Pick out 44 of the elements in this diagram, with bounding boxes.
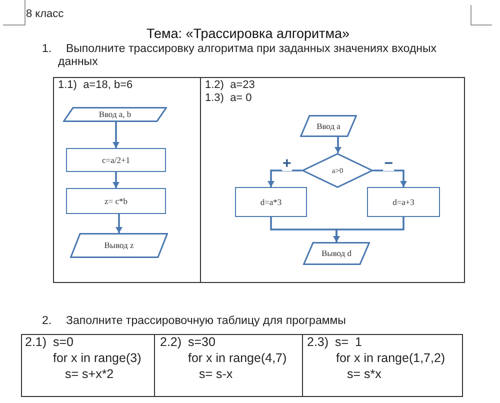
node-label: Вывод z [104,241,134,250]
task-label: 1.1) a=18, b=6 [58,79,133,92]
node-label: Ввод a, b [98,110,132,119]
code-line: 2.1) s=0 [25,335,74,350]
process-box [235,187,307,217]
code-line: s= s+x*2 [65,367,114,382]
node-label: Вывод d [321,249,352,258]
node-label: Ввод a [316,122,340,130]
process-box [367,187,440,217]
code-line: s= s-x [199,367,233,382]
arrow [334,137,342,153]
decision-diamond [302,153,373,188]
io-parallelogram [303,242,370,265]
code-line: 2.3) s= 1 [307,335,362,350]
arrow [116,214,122,233]
worksheet-title: Тема: «Трассировка алгоритма» [145,26,351,42]
arrow [268,170,302,187]
arrow [112,172,120,188]
arrow [112,122,120,148]
code-line: s= s*x [347,367,382,382]
code-line: for x in range(4,7) [188,351,287,366]
arrow [333,217,404,242]
task-text: Заполните трассировочную таблицу для программы [66,315,346,328]
process-box [66,148,166,172]
code-line: for x in range(3) [53,351,142,366]
table-cell [53,77,201,283]
io-parallelogram [63,107,167,122]
io-parallelogram [300,115,357,137]
io-parallelogram [70,233,168,258]
process-box [66,188,166,214]
node-label: z= c*b [104,196,128,206]
node-label: c=a/2+1 [102,156,130,164]
node-label: d=a+3 [392,198,414,206]
code-line: 2.2) s=30 [160,335,216,350]
node-label: d=a*3 [260,198,282,206]
list-number: 2. [42,315,52,328]
arrow [373,170,407,187]
task-text: Выполните трассировку алгоритма при заданных значениях входных данных [58,43,438,70]
list-number: 1. [42,43,52,56]
table-cell [200,77,465,283]
task-label: 1.2) a=23 [205,79,255,92]
code-line: for x in range(1,7,2) [336,351,446,366]
grade-label: 8 класс [26,8,64,21]
task-label: 1.3) a= 0 [205,92,252,105]
